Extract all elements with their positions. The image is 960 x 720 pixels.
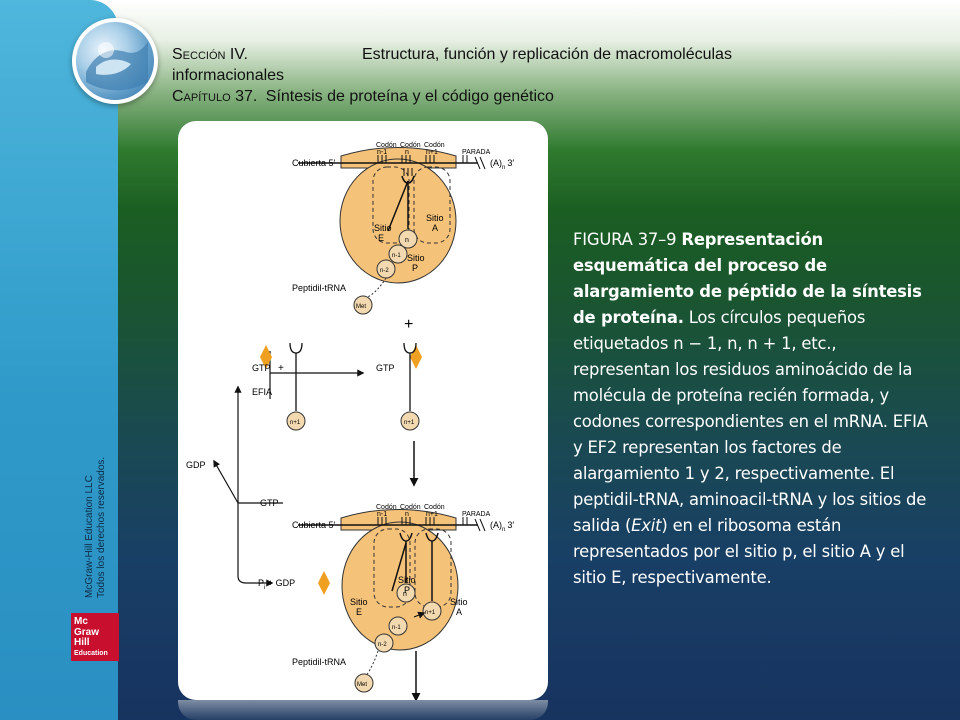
logo-line-2: Graw: [74, 626, 100, 638]
bottom-ribosome: Codón Codón Codón n-1 n n+1 PARADA Cubie…: [292, 504, 514, 702]
section-title-continued: informacionales: [172, 67, 285, 84]
top-ribosome: Codón Codón Codón n-1 n n+1 PARADA Cubie…: [292, 142, 514, 315]
top-cap-label: Cubierta 5′: [292, 158, 336, 168]
bottom-met-label: Met: [357, 682, 367, 688]
efia-diamond: [260, 345, 272, 369]
bottom-site-a-2: A: [456, 607, 462, 617]
top-res-nm2: n-2: [380, 268, 389, 274]
efia-diamond-bound: [410, 345, 422, 369]
caption-italic: Exit: [631, 516, 662, 535]
copyright-vertical-text: McGraw-Hill Education LLC Todos los dere…: [84, 457, 108, 598]
bottom-site-p-2: P: [404, 585, 410, 595]
ef-diamond-released: [318, 571, 330, 595]
top-met-label: Met: [356, 304, 366, 310]
bottom-codon-label-2: Codón: [400, 504, 421, 511]
top-codon-nm1: n-1: [377, 149, 387, 156]
top-site-a-1: Sitio: [426, 213, 444, 223]
bottom-site-p-1: Sitio: [398, 575, 416, 585]
gdp-label: GDP: [186, 460, 206, 470]
logo-line-1: Mc: [74, 616, 88, 627]
figure-reflection: [178, 700, 548, 720]
section-emblem-image: [72, 18, 158, 104]
logo-line-4: Education: [74, 649, 108, 657]
top-site-e-1: Sitio: [374, 223, 392, 233]
section-title: Estructura, función y replicación de mac…: [362, 46, 732, 63]
bottom-res-nm1: n-1: [392, 625, 401, 631]
res-np1-left: n+1: [290, 420, 301, 426]
bottom-codon-label-1: Codón: [376, 504, 397, 511]
bottom-res-nm2: n-2: [378, 642, 387, 648]
gtp-right-label: GTP: [376, 363, 395, 373]
top-codon-np1: n+1: [426, 149, 438, 156]
top-stop-label: PARADA: [462, 149, 491, 156]
top-site-p-1: Sitio: [407, 253, 425, 263]
caption-text-2: ) en el ribosoma están representados por…: [573, 516, 905, 587]
copyright-line-1: McGraw-Hill Education LLC: [84, 475, 95, 598]
bottom-codon-nm1: n-1: [377, 511, 387, 518]
top-codon-label-2: Codón: [400, 142, 421, 149]
top-site-a-2: A: [432, 223, 438, 233]
top-codon-label-1: Codón: [376, 142, 397, 149]
caption-text-1: Los círculos pequeños etiquetados n − 1,…: [573, 308, 928, 535]
caption-prefix: FIGURA 37–9: [573, 230, 682, 249]
bottom-res-np1: n+1: [425, 610, 436, 616]
caption-bold: Representación esquemática del proceso d…: [573, 230, 922, 327]
bottom-site-e-2: E: [356, 607, 362, 617]
res-np1-right: n+1: [404, 420, 415, 426]
bottom-peptidyl-label: Peptidil-tRNA: [292, 657, 346, 667]
top-site-e-2: E: [378, 233, 384, 243]
figure-caption: FIGURA 37–9 Representación esquemática d…: [573, 227, 928, 591]
logo-line-3: Hill: [74, 637, 90, 648]
gtp-cycle-label: GTP: [260, 498, 279, 508]
gtp-left-label: GTP: [252, 363, 271, 373]
plus-sign-top: +: [404, 316, 413, 333]
efia-label: EFIA: [252, 387, 272, 397]
plus-sign-left: +: [278, 363, 284, 374]
bottom-site-a-1: Sitio: [450, 597, 468, 607]
bottom-codon-label-3: Codón: [424, 504, 445, 511]
bottom-site-e-1: Sitio: [350, 597, 368, 607]
bottom-codon-n: n: [405, 511, 409, 518]
top-codon-n: n: [405, 149, 409, 156]
copyright-line-2: Todos los derechos reservados.: [96, 456, 107, 598]
bottom-res-n: n: [403, 591, 407, 598]
section-label: Sección IV.: [172, 46, 248, 63]
slide-header: Sección IV. Estructura, función y replic…: [172, 44, 892, 107]
bottom-cap-label: Cubierta 5′: [292, 520, 336, 530]
sidebar-band: [0, 0, 118, 720]
top-codon-label-3: Codón: [424, 142, 445, 149]
top-res-n: n: [405, 237, 409, 244]
elongation-diagram: Codón Codón Codón n-1 n n+1 PARADA Cubie…: [186, 142, 514, 702]
top-site-p-2: P: [412, 263, 418, 273]
middle-cycle: + GTP + EFIA GTP n+1 n+1 GDP GTP Pi +: [186, 316, 422, 595]
chapter-label: Capítulo 37.: [172, 88, 258, 105]
top-res-nm1: n-1: [392, 253, 401, 259]
chapter-title: Síntesis de proteína y el código genétic…: [265, 88, 554, 105]
bottom-codon-np1: n+1: [426, 511, 438, 518]
figure-panel: Codón Codón Codón n-1 n n+1 PARADA Cubie…: [178, 121, 548, 702]
top-peptidyl-label: Peptidil-tRNA: [292, 283, 346, 293]
bottom-stop-label: PARADA: [462, 511, 491, 518]
publisher-logo: Mc Graw Hill Education: [71, 613, 119, 661]
pi-gdp-label: Pi + GDP: [258, 578, 295, 591]
